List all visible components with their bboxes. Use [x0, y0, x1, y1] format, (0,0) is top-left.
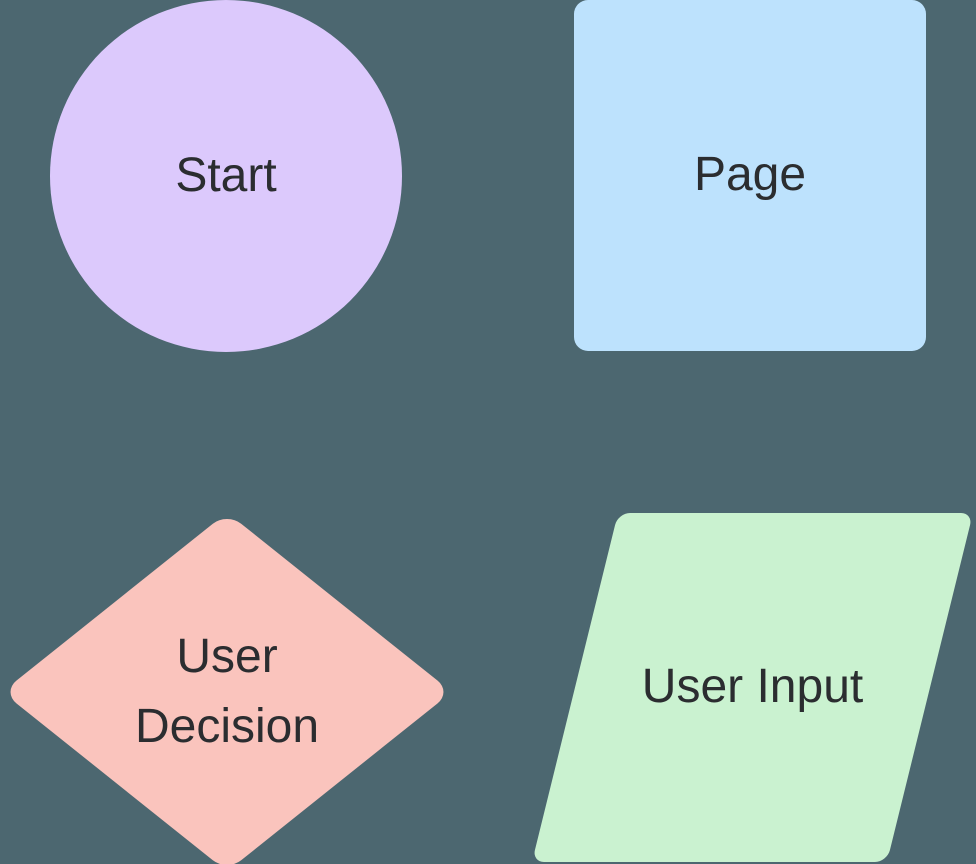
- flow-node-start-label: Start: [175, 148, 277, 202]
- flow-node-start[interactable]: Start: [50, 0, 402, 352]
- flow-node-page-label: Page: [693, 148, 807, 202]
- flow-node-page[interactable]: Page: [574, 0, 926, 351]
- flow-node-user-input[interactable]: [531, 513, 974, 862]
- flow-node-user-decision[interactable]: [2, 512, 452, 864]
